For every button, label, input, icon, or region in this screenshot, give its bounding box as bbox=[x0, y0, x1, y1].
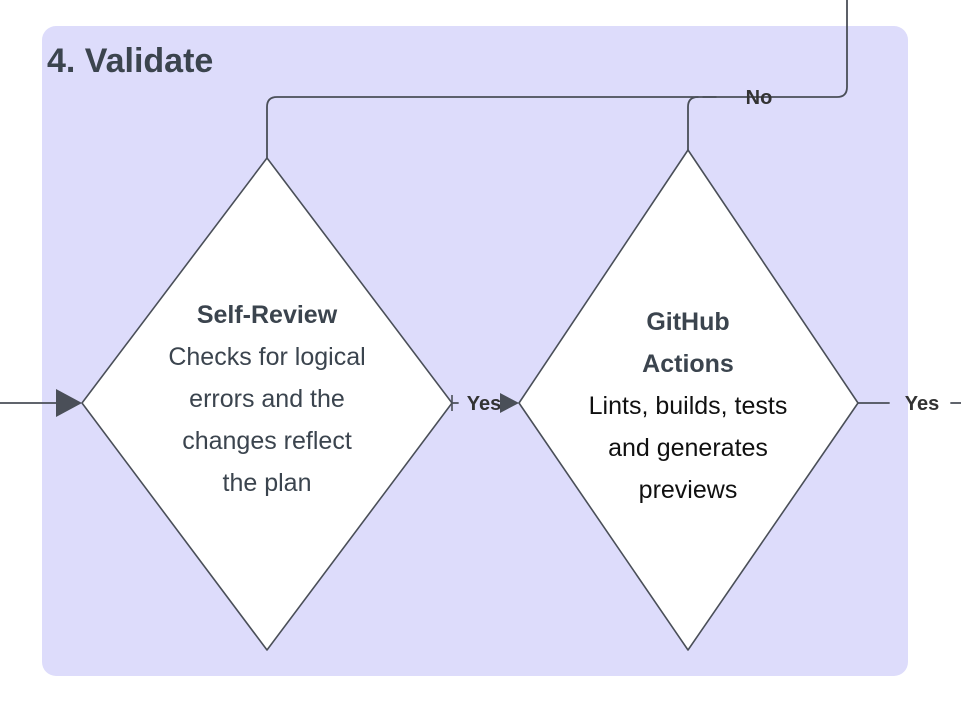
node-self-review[interactable]: Self-Review Checks for logical errors an… bbox=[81, 157, 453, 651]
self-review-body-line-1: Checks for logical bbox=[168, 343, 365, 371]
edge-yes-left-arrowhead bbox=[500, 393, 519, 413]
self-review-body-line-2: errors and the bbox=[189, 385, 345, 413]
edge-label-no: No bbox=[746, 87, 773, 109]
self-review-diamond-shape bbox=[81, 157, 453, 651]
github-actions-title-line-1: GitHub bbox=[646, 308, 729, 336]
edge-loopback-no-branch-down bbox=[687, 96, 699, 151]
edge-incoming-arrowhead bbox=[56, 389, 82, 417]
github-actions-title-line-2: Actions bbox=[642, 350, 734, 378]
github-actions-diamond-shape bbox=[518, 149, 859, 651]
self-review-body-line-4: the plan bbox=[223, 469, 312, 497]
github-actions-body-line-2: and generates bbox=[608, 434, 768, 462]
page-title: 4. Validate bbox=[47, 42, 213, 80]
self-review-body-line-3: changes reflect bbox=[182, 427, 352, 455]
edge-loopback-no-right-segment bbox=[702, 0, 848, 98]
edge-label-yes-left: Yes bbox=[467, 393, 501, 415]
edge-loopback-no-left-segment bbox=[266, 96, 717, 159]
edge-label-yes-right: Yes bbox=[905, 393, 939, 415]
self-review-title: Self-Review bbox=[197, 301, 338, 329]
github-actions-body-line-1: Lints, builds, tests bbox=[589, 392, 788, 420]
node-github-actions[interactable]: GitHub Actions Lints, builds, tests and … bbox=[518, 149, 859, 651]
github-actions-body-line-3: previews bbox=[639, 476, 738, 504]
